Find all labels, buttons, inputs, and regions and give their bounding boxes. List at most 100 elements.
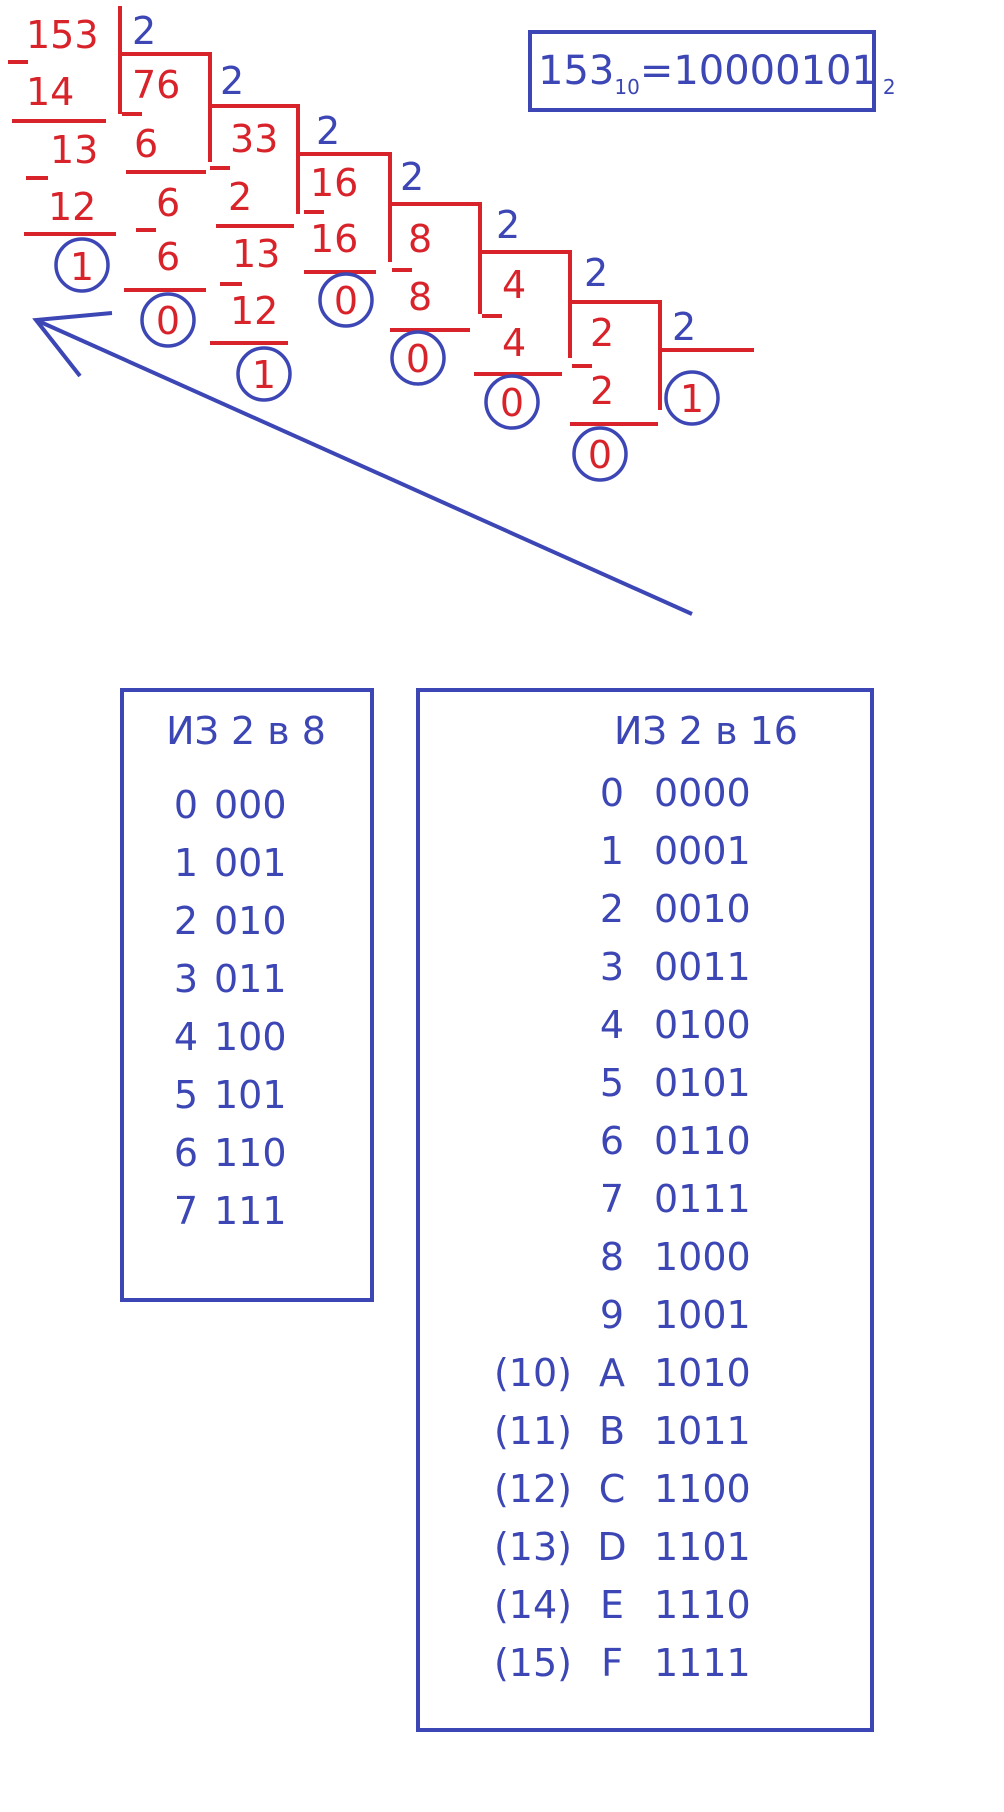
table16-box xyxy=(416,688,874,1732)
division-bracket xyxy=(568,300,662,410)
table16-digit: 2 xyxy=(600,887,624,931)
remainder-0: 0 xyxy=(406,337,430,381)
table16-binary: 1101 xyxy=(654,1525,751,1569)
table16-decimal: (15) xyxy=(494,1641,572,1685)
subtrahend-4: 4 xyxy=(502,321,526,365)
subtrahend-2: 2 xyxy=(228,175,252,219)
dividend-33: 33 xyxy=(230,117,278,161)
table16-decimal: (14) xyxy=(494,1583,572,1627)
table16-binary: 0010 xyxy=(654,887,751,931)
division-bracket xyxy=(208,104,300,214)
divisor-2: 2 xyxy=(584,251,608,295)
division-bracket xyxy=(388,202,482,314)
table16-binary: 1011 xyxy=(654,1409,751,1453)
remainder-1: 1 xyxy=(70,245,94,289)
remainder-circle xyxy=(390,330,446,386)
table8-binary: 110 xyxy=(214,1131,287,1175)
remainder-0: 0 xyxy=(156,299,180,343)
subtrahend-12: 12 xyxy=(48,185,96,229)
table16-binary: 1111 xyxy=(654,1641,751,1685)
table8-binary: 001 xyxy=(214,841,287,885)
table8-digit: 5 xyxy=(174,1073,198,1117)
table16-binary: 0111 xyxy=(654,1177,751,1221)
table16-binary: 1100 xyxy=(654,1467,751,1511)
table16-digit: A xyxy=(599,1351,625,1395)
division-bracket xyxy=(478,250,572,358)
divisor-2: 2 xyxy=(132,9,156,53)
divisor-2: 2 xyxy=(316,109,340,153)
divisor-2: 2 xyxy=(672,305,696,349)
table8-binary: 010 xyxy=(214,899,287,943)
division-bracket xyxy=(118,52,212,162)
subtrahend-8: 8 xyxy=(408,275,432,319)
table16-digit: B xyxy=(599,1409,625,1453)
table8-digit: 7 xyxy=(174,1189,198,1233)
table8-binary: 100 xyxy=(214,1015,287,1059)
table16-digit: 5 xyxy=(600,1061,624,1105)
table8-digit: 3 xyxy=(174,957,198,1001)
table8-digit: 0 xyxy=(174,783,198,827)
table16-decimal: (13) xyxy=(494,1525,572,1569)
table16-digit: 1 xyxy=(600,829,624,873)
table16-binary: 1110 xyxy=(654,1583,751,1627)
table16-decimal: (12) xyxy=(494,1467,572,1511)
table16-binary: 1001 xyxy=(654,1293,751,1337)
table16-binary: 1000 xyxy=(654,1235,751,1279)
table16-digit: 0 xyxy=(600,771,624,815)
remainder-circle xyxy=(236,346,292,402)
table16-title: ИЗ 2 в 16 xyxy=(614,709,798,753)
remainder-0: 0 xyxy=(500,381,524,425)
remainder-circle xyxy=(572,426,628,482)
diff-13: 13 xyxy=(232,232,280,276)
table16-binary: 0000 xyxy=(654,771,751,815)
table16-binary: 0110 xyxy=(654,1119,751,1163)
table8-binary: 101 xyxy=(214,1073,287,1117)
table16-decimal: (11) xyxy=(494,1409,572,1453)
table16-digit: 3 xyxy=(600,945,624,989)
table16-digit: 6 xyxy=(600,1119,624,1163)
remainder-1: 1 xyxy=(680,377,704,421)
table8-digit: 6 xyxy=(174,1131,198,1175)
diff-13: 13 xyxy=(50,128,98,172)
table16-binary: 1010 xyxy=(654,1351,751,1395)
dividend-76: 76 xyxy=(132,63,180,107)
table16-digit: 4 xyxy=(600,1003,624,1047)
dividend-16: 16 xyxy=(310,161,358,205)
table8-binary: 011 xyxy=(214,957,287,1001)
table16-digit: E xyxy=(600,1583,624,1627)
subtrahend-6b: 6 xyxy=(156,235,180,279)
remainder-circle xyxy=(664,370,720,426)
table16-decimal: (10) xyxy=(494,1351,572,1395)
diff-6: 6 xyxy=(156,181,180,225)
table8-binary: 111 xyxy=(214,1189,287,1233)
table16-digit: 9 xyxy=(600,1293,624,1337)
result-sub2: 2 xyxy=(883,75,896,99)
subtrahend-16: 16 xyxy=(310,217,358,261)
result-base10: 153 xyxy=(538,48,614,94)
subtrahend-6: 6 xyxy=(134,122,158,166)
subtrahend-12: 12 xyxy=(230,289,278,333)
table8-digit: 2 xyxy=(174,899,198,943)
table16-digit: 7 xyxy=(600,1177,624,1221)
divisor-2: 2 xyxy=(496,203,520,247)
remainder-1: 1 xyxy=(252,353,276,397)
table8-digit: 4 xyxy=(174,1015,198,1059)
remainder-circle xyxy=(484,374,540,430)
subtrahend-2: 2 xyxy=(590,369,614,413)
table8-title: ИЗ 2 в 8 xyxy=(166,709,326,753)
table8-binary: 000 xyxy=(214,783,287,827)
remainder-0: 0 xyxy=(334,279,358,323)
divisor-2: 2 xyxy=(400,155,424,199)
result-binary: 10000101 xyxy=(673,48,877,94)
division-bracket xyxy=(296,152,392,262)
table16-binary: 0100 xyxy=(654,1003,751,1047)
divisor-2: 2 xyxy=(220,59,244,103)
table16-digit: D xyxy=(597,1525,626,1569)
dividend-8: 8 xyxy=(408,217,432,261)
result-sub10: 10 xyxy=(614,75,639,99)
result-box xyxy=(528,30,876,112)
remainder-circle xyxy=(54,237,110,293)
